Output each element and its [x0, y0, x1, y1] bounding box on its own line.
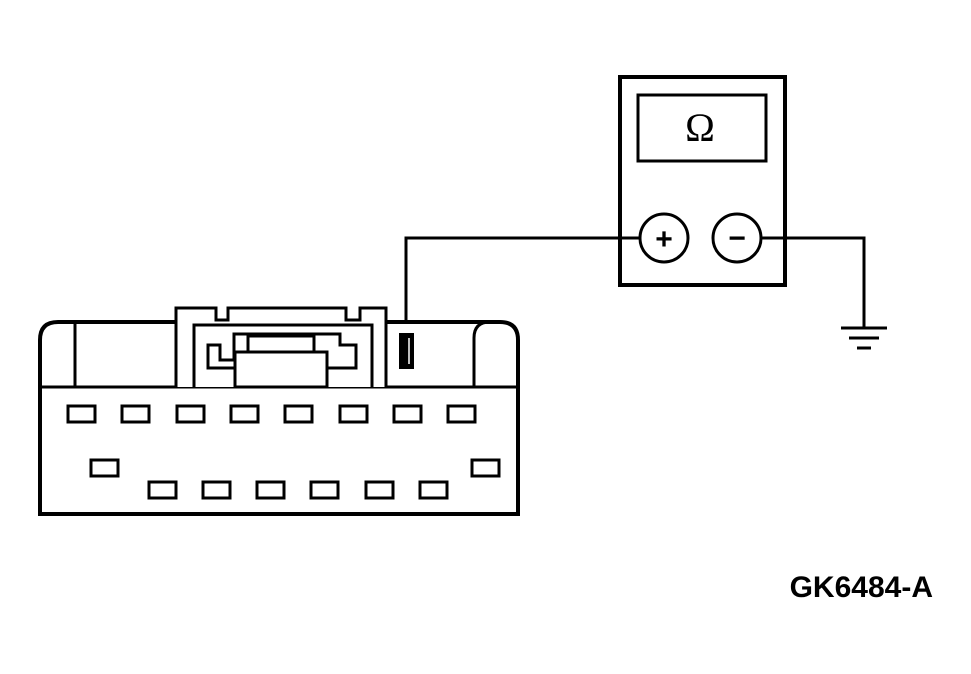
- connector-body: [38, 320, 520, 516]
- meter-display: [636, 93, 768, 163]
- connector-icon: [38, 306, 520, 516]
- pin-cavity: [89, 458, 120, 478]
- pin-cavity: [470, 458, 501, 478]
- pin-cavity: [338, 404, 369, 424]
- pin-cavity: [201, 480, 232, 500]
- negative-lead-wire: [761, 236, 866, 328]
- negative-terminal: −: [711, 212, 763, 264]
- pin-cavity: [120, 404, 151, 424]
- test-probe-icon: [399, 333, 414, 369]
- connector-latch: [174, 306, 388, 389]
- pin-row-top: [66, 404, 477, 424]
- meter-display-symbol: Ω: [685, 105, 715, 150]
- pin-cavity-probed: [392, 404, 423, 424]
- ground-symbol-icon: [841, 326, 887, 350]
- pin-cavity: [309, 480, 340, 500]
- positive-lead-wire: [404, 236, 640, 336]
- pin-cavity: [364, 480, 395, 500]
- ohmmeter-icon: Ω + −: [618, 75, 787, 287]
- pin-cavity: [255, 480, 286, 500]
- pin-cavity: [66, 404, 97, 424]
- negative-terminal-label: −: [728, 222, 746, 255]
- pin-cavity: [418, 480, 449, 500]
- pin-cavity: [283, 404, 314, 424]
- figure-id: GK6484-A: [790, 571, 933, 604]
- connector-right-rib: [472, 320, 491, 387]
- pin-row-bottom: [147, 480, 449, 500]
- pin-cavity: [446, 404, 477, 424]
- positive-terminal-label: +: [655, 223, 673, 256]
- pin-cavity: [175, 404, 206, 424]
- pin-cavity: [229, 404, 260, 424]
- pin-cavity: [147, 480, 178, 500]
- positive-terminal: +: [638, 212, 690, 264]
